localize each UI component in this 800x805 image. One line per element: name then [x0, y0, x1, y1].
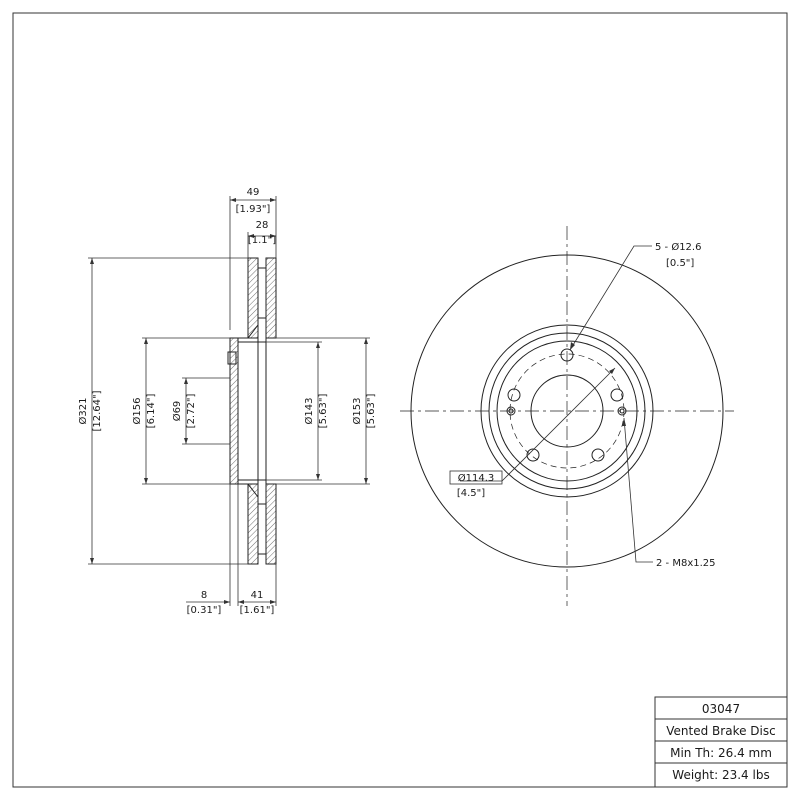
- bolt-holes-in: [0.5"]: [666, 258, 694, 269]
- center-bore-mm: Ø69: [171, 401, 183, 422]
- outer-diameter-in: [12.64"]: [92, 390, 103, 431]
- front-view-arrowheads: [570, 342, 626, 426]
- overall-width-mm: 49: [247, 187, 260, 198]
- lug-hole: [610, 388, 624, 402]
- part-number: 03047: [702, 702, 740, 716]
- threaded-hole: [508, 408, 514, 414]
- inner-diameter-a-in: [5.63"]: [318, 394, 329, 429]
- front-view-leaders: [449, 245, 653, 563]
- rotor-thickness-in: [1.1"]: [248, 235, 276, 246]
- overall-width-in: [1.93"]: [236, 204, 271, 215]
- bolt-holes-label: 5 - Ø12.6: [655, 241, 701, 253]
- bolt-circle-in: [4.5"]: [457, 488, 485, 499]
- hat-diameter-in: [6.14"]: [146, 394, 157, 429]
- inner-diameter-b-in: [5.63"]: [366, 394, 377, 429]
- side-view: [227, 257, 277, 565]
- inner-diameter-b-mm: Ø153: [351, 398, 363, 425]
- hat-diameter-mm: Ø156: [131, 398, 143, 425]
- hat-thickness-in: [0.31"]: [187, 605, 222, 616]
- side-view-dimensions: [88, 196, 370, 606]
- hat-height-mm: 41: [251, 590, 264, 601]
- threaded-hole: [617, 406, 627, 416]
- sheet-border: [12, 12, 788, 788]
- lug-hole: [507, 388, 521, 402]
- center-bore-in: [2.72"]: [186, 394, 197, 429]
- lug-hole: [591, 448, 605, 462]
- outer-diameter-mm: Ø321: [77, 398, 89, 425]
- min-thickness: Min Th: 26.4 mm: [670, 746, 772, 760]
- inner-diameter-a-mm: Ø143: [303, 398, 315, 425]
- rotor-thickness-mm: 28: [256, 220, 269, 231]
- part-description: Vented Brake Disc: [666, 724, 775, 738]
- title-block: [654, 696, 788, 788]
- hat-thickness-mm: 8: [201, 590, 207, 601]
- lug-hole: [526, 448, 540, 462]
- threaded-hole: [506, 406, 516, 416]
- front-view: [400, 226, 734, 606]
- threaded-hole: [619, 408, 625, 414]
- hat-height-in: [1.61"]: [240, 605, 275, 616]
- threaded-holes-label: 2 - M8x1.25: [656, 558, 716, 569]
- weight: Weight: 23.4 lbs: [672, 768, 769, 782]
- bolt-circle-mm: Ø114.3: [458, 472, 495, 484]
- lug-hole: [560, 348, 574, 362]
- rotor-section-hatch: [229, 257, 277, 565]
- side-view-arrowheads: [90, 198, 368, 604]
